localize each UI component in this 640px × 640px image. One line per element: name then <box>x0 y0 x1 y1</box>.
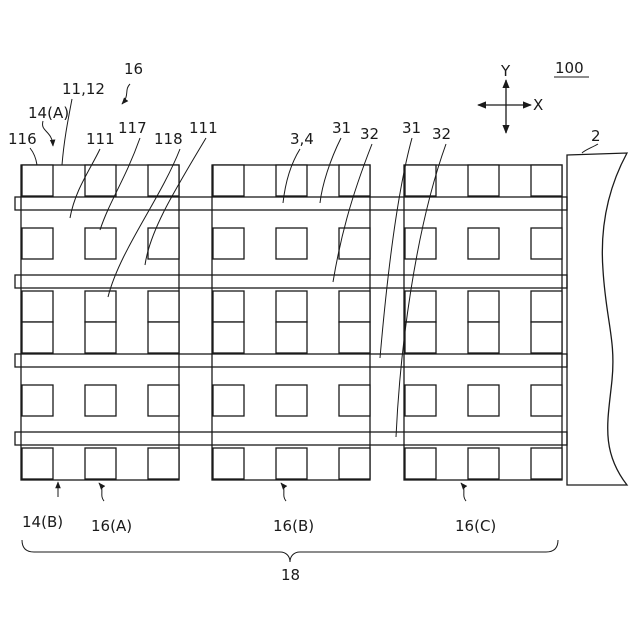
block-16c <box>404 165 562 480</box>
label-16b: 16(B) <box>273 517 314 535</box>
cell-square <box>213 165 244 196</box>
label-3-4: 3,4 <box>290 130 314 148</box>
cell-square <box>22 165 53 196</box>
cell-square <box>468 385 499 416</box>
cell-square <box>339 228 370 259</box>
cell-square <box>531 165 562 196</box>
cell-square <box>468 291 499 322</box>
label-118: 118 <box>154 130 183 148</box>
bar-line <box>15 197 567 210</box>
label-2: 2 <box>591 127 601 145</box>
cell-square <box>405 448 436 479</box>
cell-square <box>339 291 370 322</box>
arrow-16c <box>461 483 466 501</box>
cell-square <box>213 322 244 353</box>
cell-square <box>148 228 179 259</box>
block-16a <box>21 165 179 480</box>
arrow-16 <box>122 84 130 104</box>
cell-square <box>22 322 53 353</box>
label-32-second: 32 <box>432 125 451 143</box>
cell-square <box>85 448 116 479</box>
cell-square <box>405 322 436 353</box>
xy-axes-indicator: Y X <box>478 62 543 133</box>
cell-square <box>85 385 116 416</box>
cell-square <box>339 385 370 416</box>
label-16: 16 <box>124 60 143 78</box>
cell-square <box>85 228 116 259</box>
cell-square <box>213 291 244 322</box>
label-16c: 16(C) <box>455 517 496 535</box>
cell-square <box>148 448 179 479</box>
cell-square <box>531 228 562 259</box>
label-32-first: 32 <box>360 125 379 143</box>
cell-square <box>405 385 436 416</box>
label-16a: 16(A) <box>91 517 132 535</box>
arrow-16b <box>281 483 286 501</box>
label-111-first: 111 <box>86 130 115 148</box>
cell-square <box>468 165 499 196</box>
block-16b <box>212 165 370 480</box>
x-axis-label: X <box>533 96 543 114</box>
cell-square <box>339 322 370 353</box>
cell-square <box>276 228 307 259</box>
label-18: 18 <box>281 566 300 584</box>
label-111-second: 111 <box>189 119 218 137</box>
label-31-first: 31 <box>332 119 351 137</box>
cell-square <box>276 385 307 416</box>
label-31-second: 31 <box>402 119 421 137</box>
figure-number: 100 <box>555 59 584 77</box>
cell-square <box>213 228 244 259</box>
cell-square <box>468 228 499 259</box>
brace-18 <box>22 540 558 562</box>
label-14b: 14(B) <box>22 513 63 531</box>
bar-line <box>15 432 567 445</box>
y-axis-label: Y <box>500 62 511 80</box>
label-116: 116 <box>8 130 37 148</box>
cell-array <box>21 165 562 480</box>
bar-line <box>15 354 567 367</box>
cell-square <box>22 448 53 479</box>
cell-square <box>531 385 562 416</box>
cell-square <box>276 322 307 353</box>
arrow-16a <box>99 483 104 501</box>
cell-square <box>148 291 179 322</box>
cell-square <box>468 322 499 353</box>
cell-square <box>213 448 244 479</box>
cell-square <box>22 291 53 322</box>
leader-2 <box>582 144 598 153</box>
cell-square <box>405 228 436 259</box>
label-117: 117 <box>118 119 147 137</box>
bar-line <box>15 275 567 288</box>
cell-square <box>531 448 562 479</box>
cell-square <box>213 385 244 416</box>
cell-square <box>276 165 307 196</box>
cell-square <box>148 322 179 353</box>
cell-square <box>22 385 53 416</box>
leader-116 <box>30 148 37 165</box>
arrow-14a <box>43 121 53 146</box>
cell-square <box>22 228 53 259</box>
cell-square <box>339 448 370 479</box>
leader-31-first <box>320 138 341 203</box>
cell-square <box>148 385 179 416</box>
label-14a: 14(A) <box>28 104 69 122</box>
cell-square <box>276 448 307 479</box>
label-11-12: 11,12 <box>62 80 105 98</box>
cell-square <box>531 322 562 353</box>
cell-square <box>468 448 499 479</box>
cell-square <box>276 291 307 322</box>
element-2-body <box>567 153 627 485</box>
cell-square <box>85 322 116 353</box>
cell-square <box>85 291 116 322</box>
cell-square <box>531 291 562 322</box>
